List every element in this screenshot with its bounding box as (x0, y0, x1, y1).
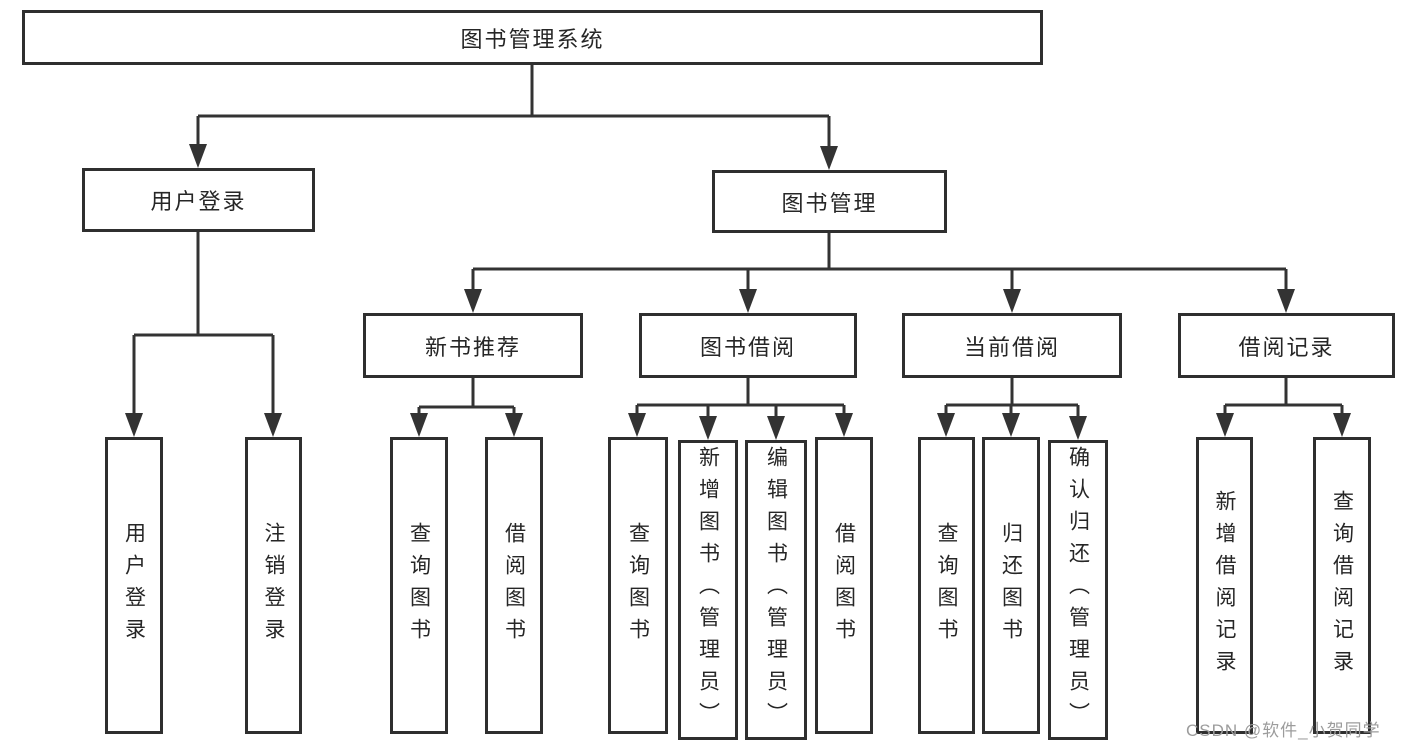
node-book-management: 图书管理 (712, 170, 947, 233)
node-current-borrow: 当前借阅 (902, 313, 1122, 378)
leaf-borrow-add-book-admin: 新增图书（管理员） (678, 440, 738, 740)
leaf-borrow-edit-book-admin: 编辑图书（管理员） (745, 440, 807, 740)
leaf-records-add-record: 新增借阅记录 (1196, 437, 1253, 734)
leaf-borrow-borrow-book: 借阅图书 (815, 437, 873, 734)
leaf-current-return-book: 归还图书 (982, 437, 1040, 734)
leaf-current-confirm-return-admin: 确认归还（管理员） (1048, 440, 1108, 740)
leaf-recommend-borrow-book: 借阅图书 (485, 437, 543, 734)
leaf-logout: 注销登录 (245, 437, 302, 734)
node-borrow-records: 借阅记录 (1178, 313, 1395, 378)
leaf-records-query-record: 查询借阅记录 (1313, 437, 1371, 734)
leaf-recommend-query-book: 查询图书 (390, 437, 448, 734)
node-user-login: 用户登录 (82, 168, 315, 232)
node-new-book-recommend: 新书推荐 (363, 313, 583, 378)
node-root-library-system: 图书管理系统 (22, 10, 1043, 65)
leaf-user-login: 用户登录 (105, 437, 163, 734)
leaf-borrow-query-book: 查询图书 (608, 437, 668, 734)
node-book-borrow: 图书借阅 (639, 313, 857, 378)
leaf-current-query-book: 查询图书 (918, 437, 975, 734)
